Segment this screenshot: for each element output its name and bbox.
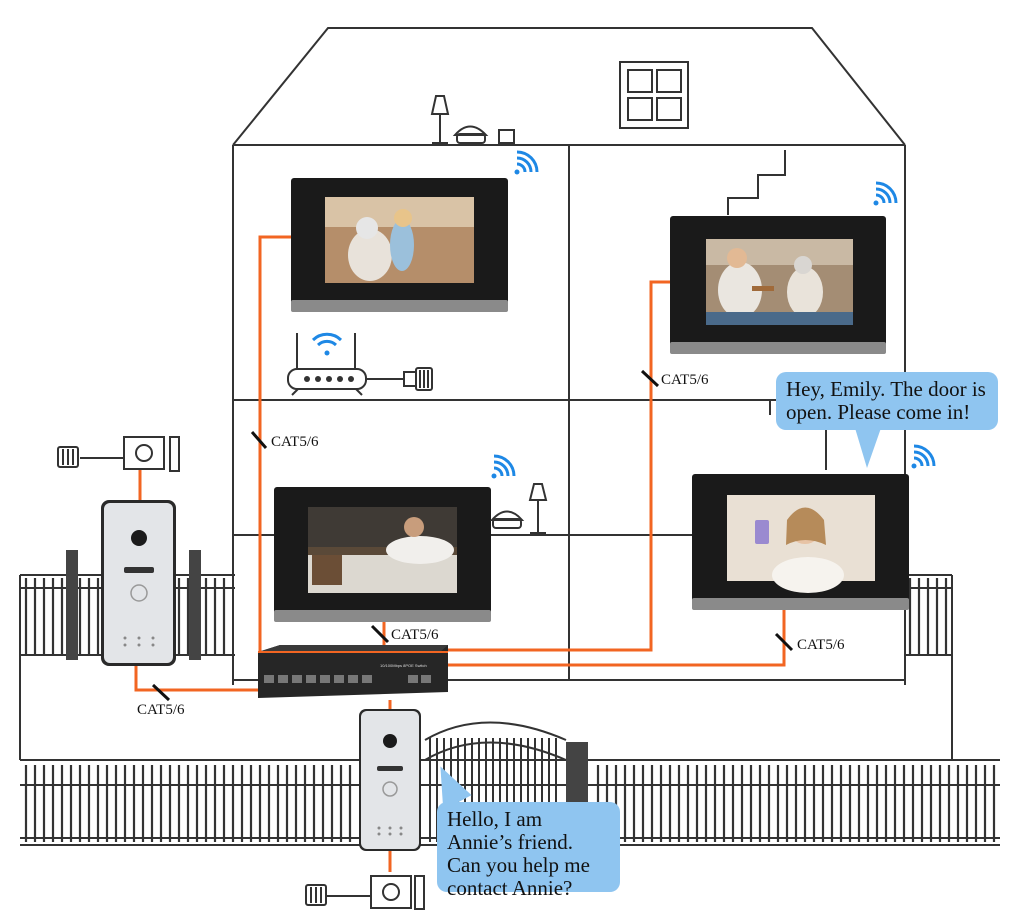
router-wifi-icon xyxy=(311,332,343,356)
switch-port xyxy=(292,675,302,683)
wifi-icon xyxy=(873,181,898,206)
lock-icon-left xyxy=(57,436,180,472)
resident-message: Hey, Emily. The door is open. Please com… xyxy=(786,377,986,424)
cable-label-left-upper: CAT5/6 xyxy=(271,434,319,450)
outdoor-station-left xyxy=(101,500,176,666)
grandmother-figure xyxy=(348,229,392,281)
switch-port xyxy=(278,675,288,683)
camera-icon xyxy=(383,734,397,748)
lamp-icon xyxy=(430,95,450,144)
bubble-tail-resident xyxy=(855,428,881,468)
cable-label-right-upper: CAT5/6 xyxy=(661,372,709,388)
switch-port xyxy=(320,675,330,683)
wifi-icon xyxy=(514,150,539,175)
router-power-plug-icon xyxy=(403,367,433,391)
speech-bubble-visitor: Hello, I am Annie’s friend. Can you help… xyxy=(437,802,620,900)
router-leds xyxy=(304,376,354,382)
lock-icon-bottom xyxy=(305,875,425,910)
outdoor-station-center xyxy=(359,709,421,851)
cable-label-center-lower: CAT5/6 xyxy=(391,627,439,643)
switch-port xyxy=(408,675,418,683)
switch-label: 10/100Mbps 8POE Switch xyxy=(380,663,427,668)
switch-port xyxy=(334,675,344,683)
speech-bubble-resident: Hey, Emily. The door is open. Please com… xyxy=(776,372,998,430)
bread-icon-lower xyxy=(489,510,525,529)
cable-label-right-lower: CAT5/6 xyxy=(797,637,845,653)
switch-port xyxy=(264,675,274,683)
attic-window xyxy=(619,61,689,129)
wifi-icon xyxy=(491,454,516,479)
wifi-icon xyxy=(911,444,936,469)
switch-port xyxy=(306,675,316,683)
cable-tick-marks xyxy=(151,369,794,702)
call-button-icon xyxy=(130,584,148,602)
visitor-message: Hello, I am Annie’s friend. Can you help… xyxy=(447,807,590,900)
switch-port xyxy=(362,675,372,683)
box-icon xyxy=(498,129,515,144)
cable-label-left-outdoor: CAT5/6 xyxy=(137,702,185,718)
monitor-upper-left xyxy=(291,178,508,312)
wifi-icons xyxy=(491,150,936,479)
bread-icon xyxy=(452,125,489,144)
monitor-lower-left xyxy=(274,487,491,622)
poe-switch: 10/100Mbps 8POE Switch xyxy=(258,645,448,698)
switch-port xyxy=(348,675,358,683)
front-gate xyxy=(424,721,567,761)
monitor-upper-right xyxy=(670,216,886,354)
camera-icon xyxy=(131,530,147,546)
switch-port xyxy=(421,675,431,683)
monitor-lower-right xyxy=(692,474,909,610)
router-icon xyxy=(287,333,404,396)
lamp-icon-lower xyxy=(528,483,548,534)
switch-ports xyxy=(264,675,431,683)
call-button-icon xyxy=(382,781,398,797)
